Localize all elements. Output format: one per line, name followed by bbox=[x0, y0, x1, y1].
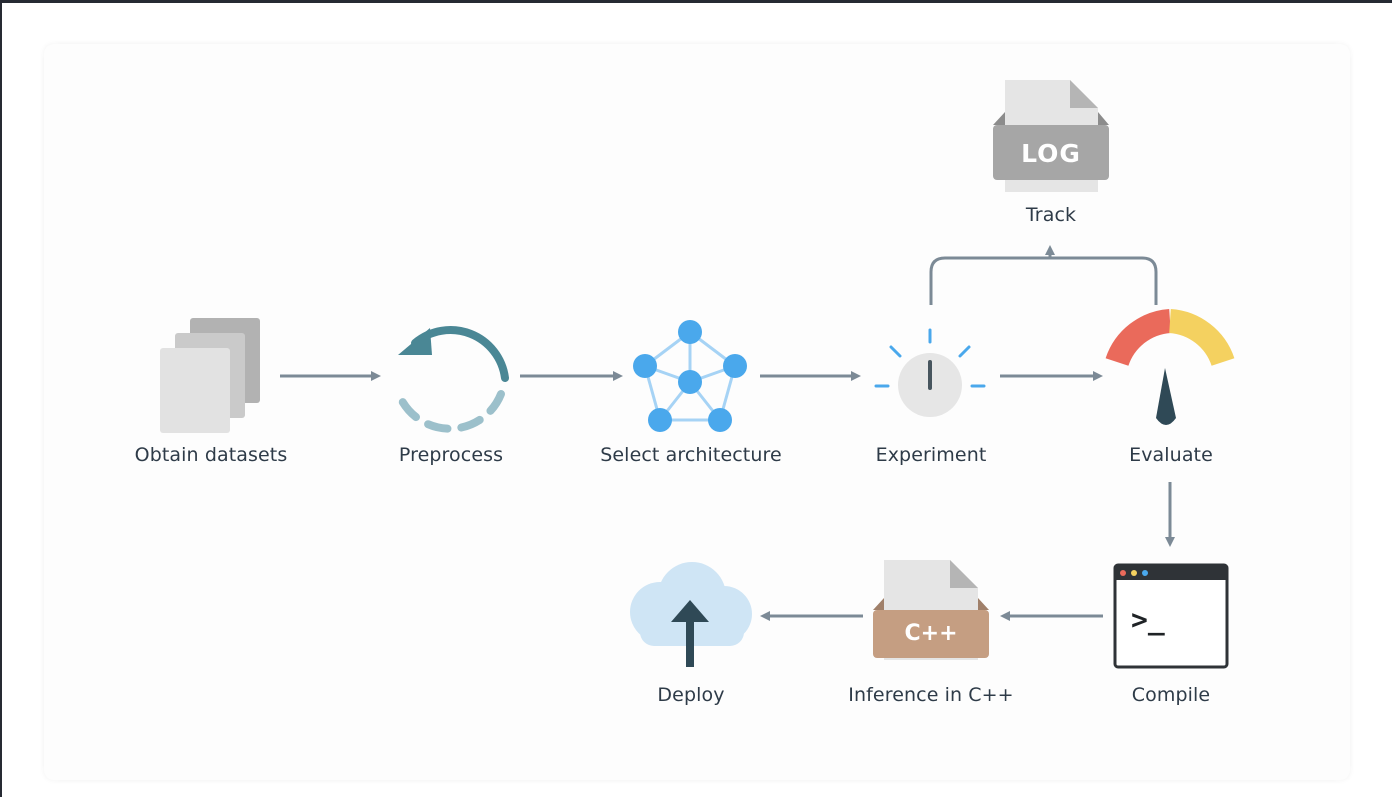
label-experiment: Experiment bbox=[875, 444, 987, 466]
label-evaluate: Evaluate bbox=[1129, 444, 1213, 466]
datasets-icon bbox=[160, 318, 260, 433]
flow-arrows bbox=[280, 245, 1175, 621]
knob-icon bbox=[874, 328, 986, 417]
label-track: Track bbox=[1025, 204, 1077, 226]
log-file-icon bbox=[993, 80, 1109, 192]
cpp-badge-label: C++ bbox=[904, 621, 958, 646]
terminal-icon bbox=[1113, 563, 1229, 669]
label-deploy: Deploy bbox=[657, 684, 725, 706]
log-badge-label: LOG bbox=[1021, 139, 1081, 168]
gauge-icon bbox=[1105, 309, 1235, 425]
window-top-edge bbox=[0, 0, 1392, 3]
terminal-prompt: >_ bbox=[1131, 603, 1165, 636]
label-compile: Compile bbox=[1131, 684, 1211, 706]
cloud-upload-icon bbox=[630, 562, 752, 667]
label-obtain-datasets: Obtain datasets bbox=[134, 444, 288, 466]
label-select-architecture: Select architecture bbox=[600, 444, 782, 466]
cpp-file-icon bbox=[873, 560, 989, 660]
label-preprocess: Preprocess bbox=[398, 444, 504, 466]
refresh-cycle-icon bbox=[394, 326, 509, 433]
window-left-edge bbox=[0, 0, 2, 797]
network-nodes bbox=[633, 320, 747, 432]
label-inference-cpp: Inference in C++ bbox=[848, 684, 1014, 706]
